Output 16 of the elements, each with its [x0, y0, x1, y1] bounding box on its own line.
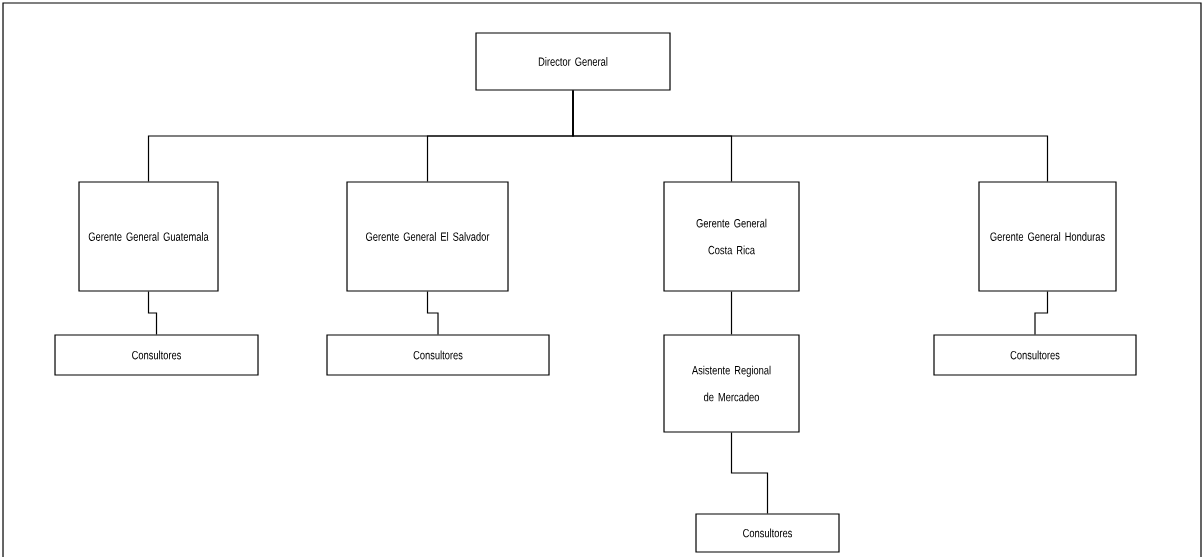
connector-line [147, 291, 158, 335]
org-box: Gerente General Costa Rica [663, 181, 800, 292]
connector-line [426, 291, 439, 335]
org-box: Consultores [326, 334, 550, 376]
org-box: Consultores [933, 334, 1137, 376]
org-box: Gerente General Honduras [978, 181, 1117, 292]
org-box: Consultores [695, 513, 840, 553]
org-box: Gerente General El Salvador [346, 181, 509, 292]
connector-line [1034, 291, 1049, 335]
connector-line [730, 432, 769, 514]
connector-line [730, 291, 733, 335]
org-box: Director General [475, 32, 671, 91]
connector-line [572, 90, 1049, 182]
org-box: Asistente Regional de Mercadeo [663, 334, 800, 433]
org-box: Gerente General Guatemala [78, 181, 219, 292]
org-box: Consultores [54, 334, 259, 376]
